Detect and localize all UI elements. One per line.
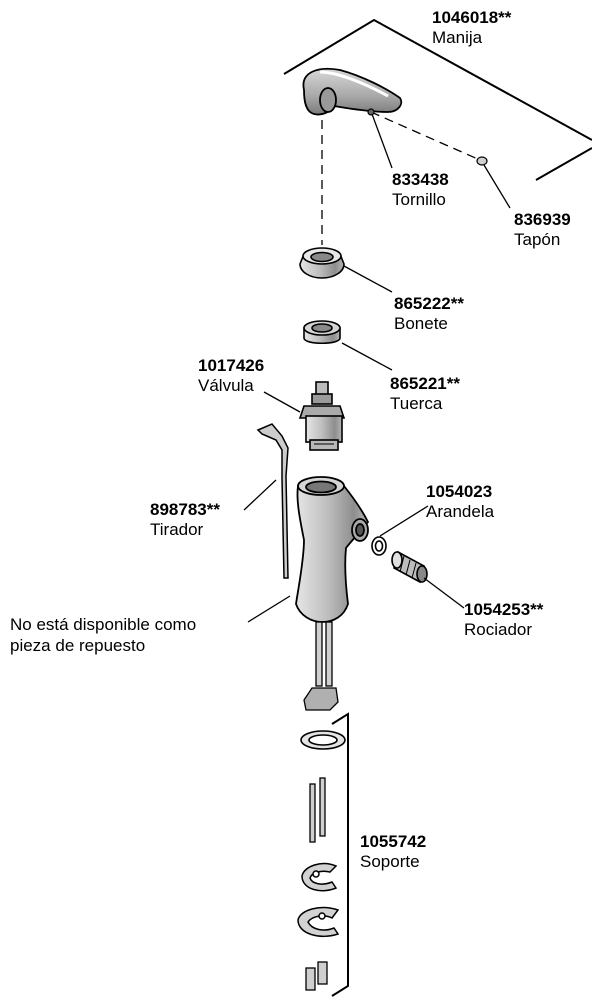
label-washer: 1054023 Arandela [426,482,494,522]
support-nuts-part [305,961,328,991]
part-name-handle: Manija [432,28,483,47]
not-available-note: No está disponible como pieza de repuest… [10,614,196,656]
plug-part [476,156,488,166]
part-name-support: Soporte [360,852,420,871]
part-number-aerator: 1054253** [464,600,544,619]
faucet-body-part [295,476,370,623]
note-line-2: pieza de repuesto [10,636,146,655]
washer-part [371,536,387,556]
label-support: 1055742 Soporte [360,832,426,872]
screw-part [367,108,375,116]
lift-rod-part [256,423,289,579]
part-name-lift-rod: Tirador [150,520,204,539]
note-line-1: No está disponible como [10,615,197,634]
handle-group-bracket [283,18,592,181]
part-name-nut: Tuerca [390,394,443,413]
support-plate-part [297,906,340,938]
support-studs-part [309,777,326,843]
part-number-handle: 1046018** [432,8,512,27]
bonnet-part [299,247,345,279]
support-washer-part [301,862,338,892]
label-valve: 1017426 Válvula [198,356,264,396]
support-bracket [331,712,349,997]
part-number-valve: 1017426 [198,356,265,375]
nut-part [303,320,341,345]
label-plug: 836939 Tapón [514,210,571,250]
support-gasket-part [300,730,346,750]
part-number-plug: 836939 [514,210,571,229]
part-number-screw: 833438 [392,170,449,189]
part-number-bonnet: 865222** [394,294,464,313]
label-handle: 1046018** Manija [432,8,511,48]
label-nut: 865221** Tuerca [390,374,460,414]
label-lift-rod: 898783** Tirador [150,500,220,540]
label-bonnet: 865222** Bonete [394,294,464,334]
part-name-bonnet: Bonete [394,314,448,333]
part-name-valve: Válvula [198,376,254,395]
valve-part [298,381,346,451]
part-name-plug: Tapón [514,230,561,249]
supply-hoses-part [303,621,339,711]
part-name-aerator: Rociador [464,620,533,639]
part-number-support: 1055742 [360,832,427,851]
part-number-nut: 865221** [390,374,460,393]
part-number-lift-rod: 898783** [150,500,220,519]
assembly-axis-lines [321,111,481,245]
label-aerator: 1054253** Rociador [464,600,543,640]
label-screw: 833438 Tornillo [392,170,449,210]
leader-lines [243,113,511,623]
handle-part [302,68,403,116]
part-number-washer: 1054023 [426,482,493,501]
part-name-washer: Arandela [426,502,495,521]
part-name-screw: Tornillo [392,190,446,209]
